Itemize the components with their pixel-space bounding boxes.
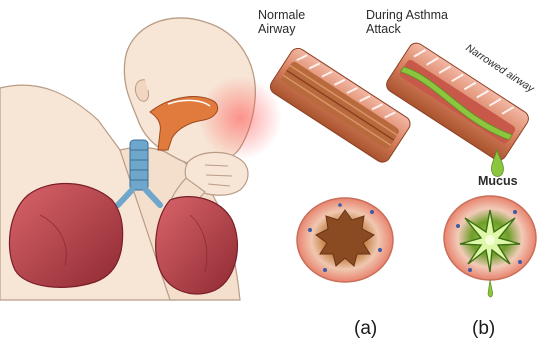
asthma-airway-tube	[384, 40, 532, 163]
left-lung	[9, 184, 122, 288]
asthma-attack-label: During Asthma Attack	[366, 8, 448, 36]
caption-b: (b)	[472, 318, 495, 340]
caption-a: (a)	[354, 318, 377, 340]
normal-airway-label: Normale Airway	[258, 8, 305, 36]
normal-airway-tube	[267, 45, 413, 165]
person-illustration	[0, 18, 282, 300]
right-lung	[156, 197, 238, 294]
mucus-label: Mucus	[478, 174, 518, 188]
normal-cross-section	[297, 198, 393, 282]
asthma-cross-section	[444, 196, 536, 297]
